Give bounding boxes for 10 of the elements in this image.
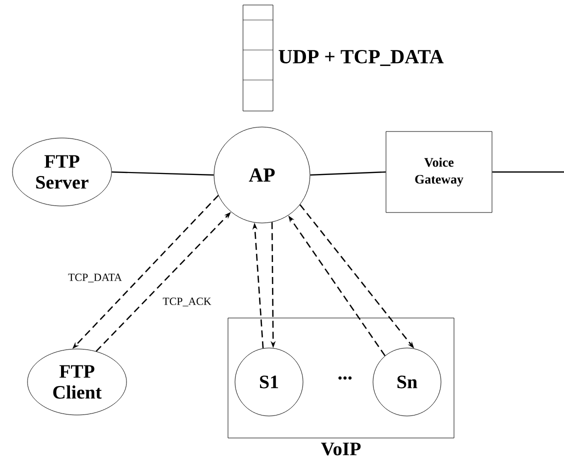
connector-line (310, 171, 386, 176)
node-label: VoIP (321, 442, 361, 456)
edge-label: TCP_DATA (67, 272, 123, 284)
connector-line (112, 171, 214, 176)
gateway-box: Voice Gateway (386, 131, 492, 213)
queue-label: UDP + TCP_DATA (278, 50, 444, 66)
connector-line (492, 171, 564, 173)
ellipsis: ... (338, 376, 352, 380)
queue-box (242, 4, 274, 112)
edge-label: TCP_ACK (162, 296, 212, 308)
